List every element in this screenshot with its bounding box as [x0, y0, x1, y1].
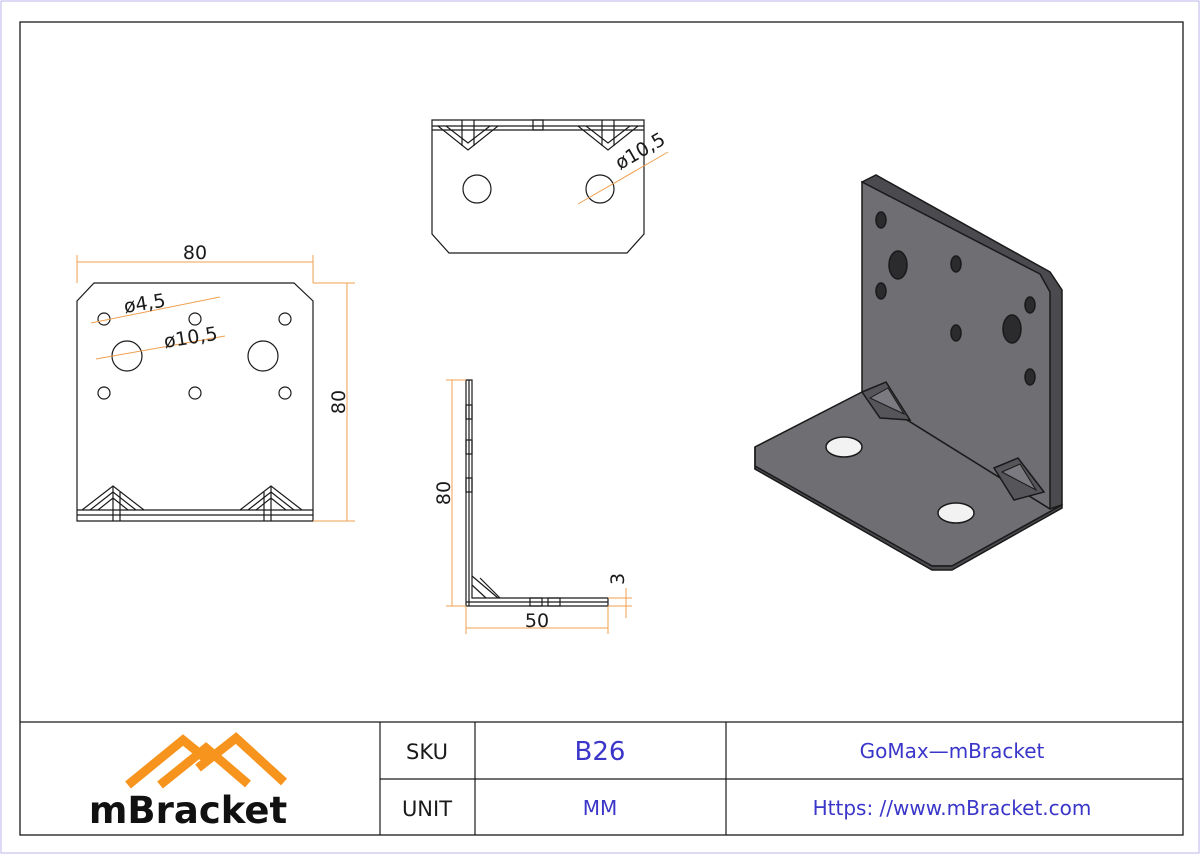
- small-hole: [188, 312, 202, 326]
- side-view-profile: [465, 379, 609, 607]
- small-hole: [278, 312, 292, 326]
- thickness-dim: 3: [607, 573, 629, 585]
- house-roof-icon: [125, 732, 288, 789]
- side-view: [465, 379, 609, 607]
- top-view-outline: [431, 119, 645, 254]
- large-hole: [247, 340, 279, 372]
- title-block: [20, 721, 1183, 835]
- side-dimensions: [446, 379, 632, 634]
- top-rib-left: [437, 120, 499, 151]
- top-hole: [462, 174, 492, 204]
- front-rib-right: [239, 485, 303, 521]
- isometric-view: [754, 174, 1063, 571]
- side-base-dim: 50: [525, 610, 549, 632]
- small-hole: [97, 312, 111, 326]
- small-hole: [188, 386, 202, 400]
- large-hole-dim: ø10,5: [162, 323, 219, 353]
- top-hole: [585, 174, 615, 204]
- side-height-dim: 80: [433, 481, 455, 505]
- product-name: GoMax—mBracket: [860, 739, 1045, 763]
- front-height-dim: 80: [328, 390, 350, 414]
- brand-logo: mBracket: [89, 732, 288, 832]
- small-hole-dim: ø4,5: [122, 290, 167, 318]
- sku-label: SKU: [406, 740, 448, 764]
- small-hole: [97, 386, 111, 400]
- unit-label: UNIT: [402, 797, 452, 821]
- top-rib-right: [577, 120, 639, 151]
- front-width-dim: 80: [183, 242, 207, 264]
- large-hole: [111, 340, 143, 372]
- iso-base-edge: [754, 447, 1063, 571]
- front-rib-left: [81, 485, 145, 521]
- unit-value: MM: [583, 796, 618, 820]
- sku-value: B26: [575, 737, 626, 767]
- front-dimensions: [76, 255, 355, 522]
- top-view: [431, 119, 645, 254]
- small-hole: [278, 386, 292, 400]
- drawing-frame: [19, 21, 1184, 836]
- brand-name: mBracket: [89, 789, 287, 832]
- iso-vertical-plate: [861, 180, 1051, 511]
- website-link[interactable]: Https: //www.mBracket.com: [813, 796, 1092, 820]
- top-hole-leader: [577, 151, 669, 205]
